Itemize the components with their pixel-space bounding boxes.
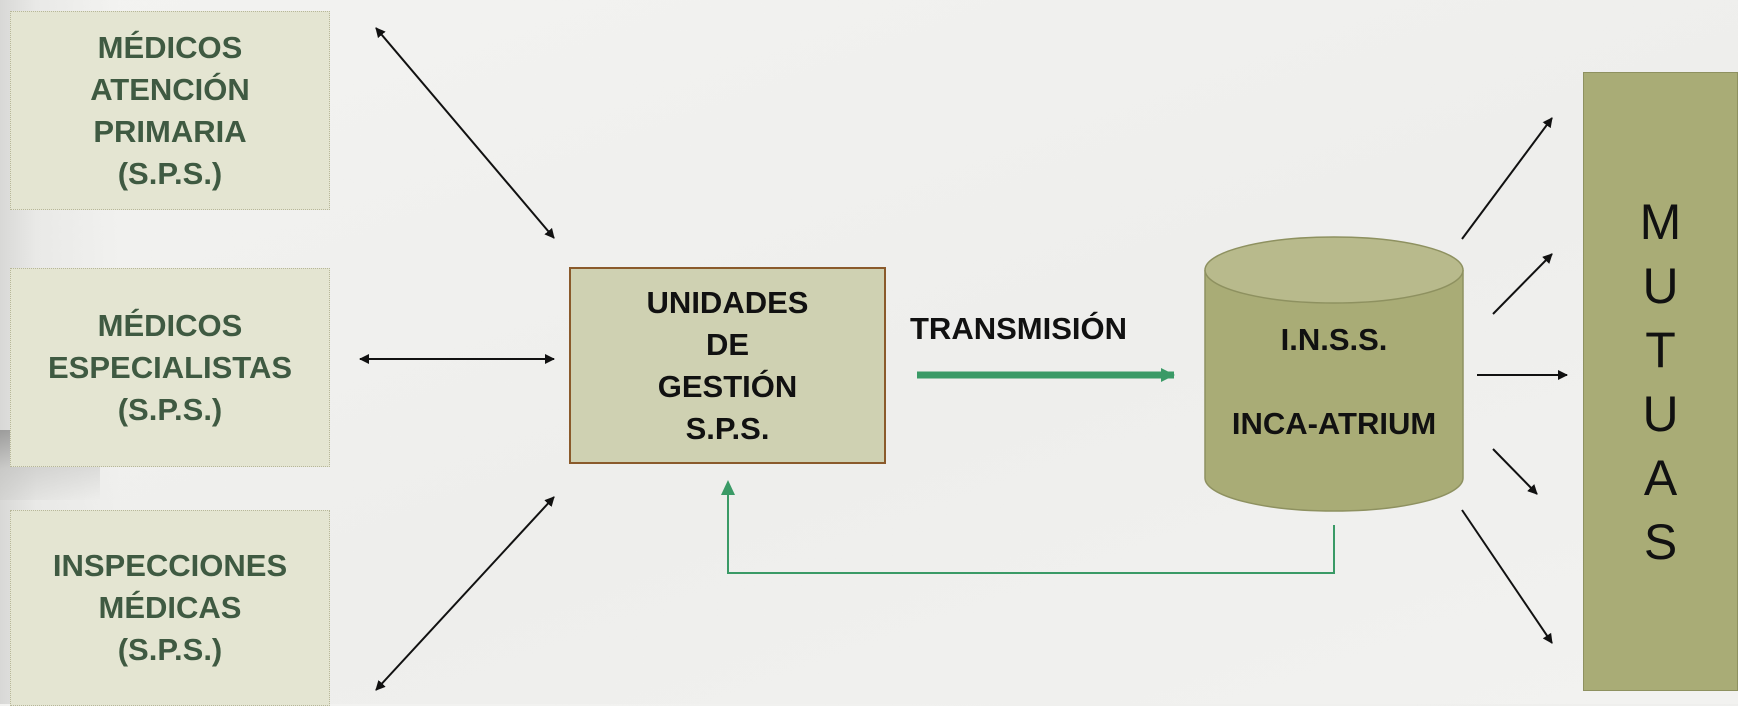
mutuas-box: M U T U A S (1583, 72, 1738, 691)
mutuas-letter: A (1643, 449, 1678, 506)
mutuas-letter: U (1642, 385, 1679, 442)
feedback-arrowhead (721, 480, 735, 495)
source-line: PRIMARIA (93, 113, 247, 149)
unidades-gestion-box: UNIDADES DE GESTIÓN S.P.S. (569, 267, 886, 464)
feedback-arrow (727, 484, 1335, 574)
center-line: GESTIÓN (657, 368, 798, 404)
center-line: UNIDADES (646, 284, 809, 320)
source-box-inspecciones: INSPECCIONES MÉDICAS (S.P.S.) (10, 510, 330, 706)
arrow-to-mutuas-5 (1461, 509, 1553, 644)
source-line: (S.P.S.) (117, 155, 223, 191)
source-line: (S.P.S.) (117, 632, 223, 667)
arrow-inspecciones-center (375, 496, 555, 691)
mutuas-letter: M (1639, 193, 1682, 250)
mutuas-letter: T (1645, 321, 1676, 378)
source-line: ESPECIALISTAS (47, 349, 293, 385)
database-cylinder (1204, 236, 1464, 512)
database-label-inca-atrium: INCA-ATRIUM (1231, 406, 1437, 441)
arrow-to-mutuas-2 (1492, 253, 1553, 315)
arrow-to-mutuas-1 (1461, 117, 1553, 240)
source-box-especialistas: MÉDICOS ESPECIALISTAS (S.P.S.) (10, 268, 330, 467)
source-line: (S.P.S.) (117, 391, 223, 427)
source-line: ATENCIÓN (90, 71, 250, 107)
center-line: DE (705, 326, 750, 362)
source-line: MÉDICAS (98, 590, 242, 625)
source-line: MÉDICOS (97, 29, 243, 65)
database-label-inss: I.N.S.S. (1280, 322, 1388, 357)
source-box-atencion-primaria: MÉDICOS ATENCIÓN PRIMARIA (S.P.S.) (10, 11, 330, 210)
center-line: S.P.S. (685, 410, 770, 446)
source-line: MÉDICOS (97, 307, 243, 343)
source-line: INSPECCIONES (52, 548, 288, 583)
mutuas-letter: S (1643, 513, 1678, 570)
arrow-to-mutuas-4 (1492, 448, 1538, 495)
mutuas-letter: U (1642, 257, 1679, 314)
arrow-primaria-center (375, 27, 555, 239)
transmission-label: TRANSMISIÓN (910, 311, 1127, 346)
